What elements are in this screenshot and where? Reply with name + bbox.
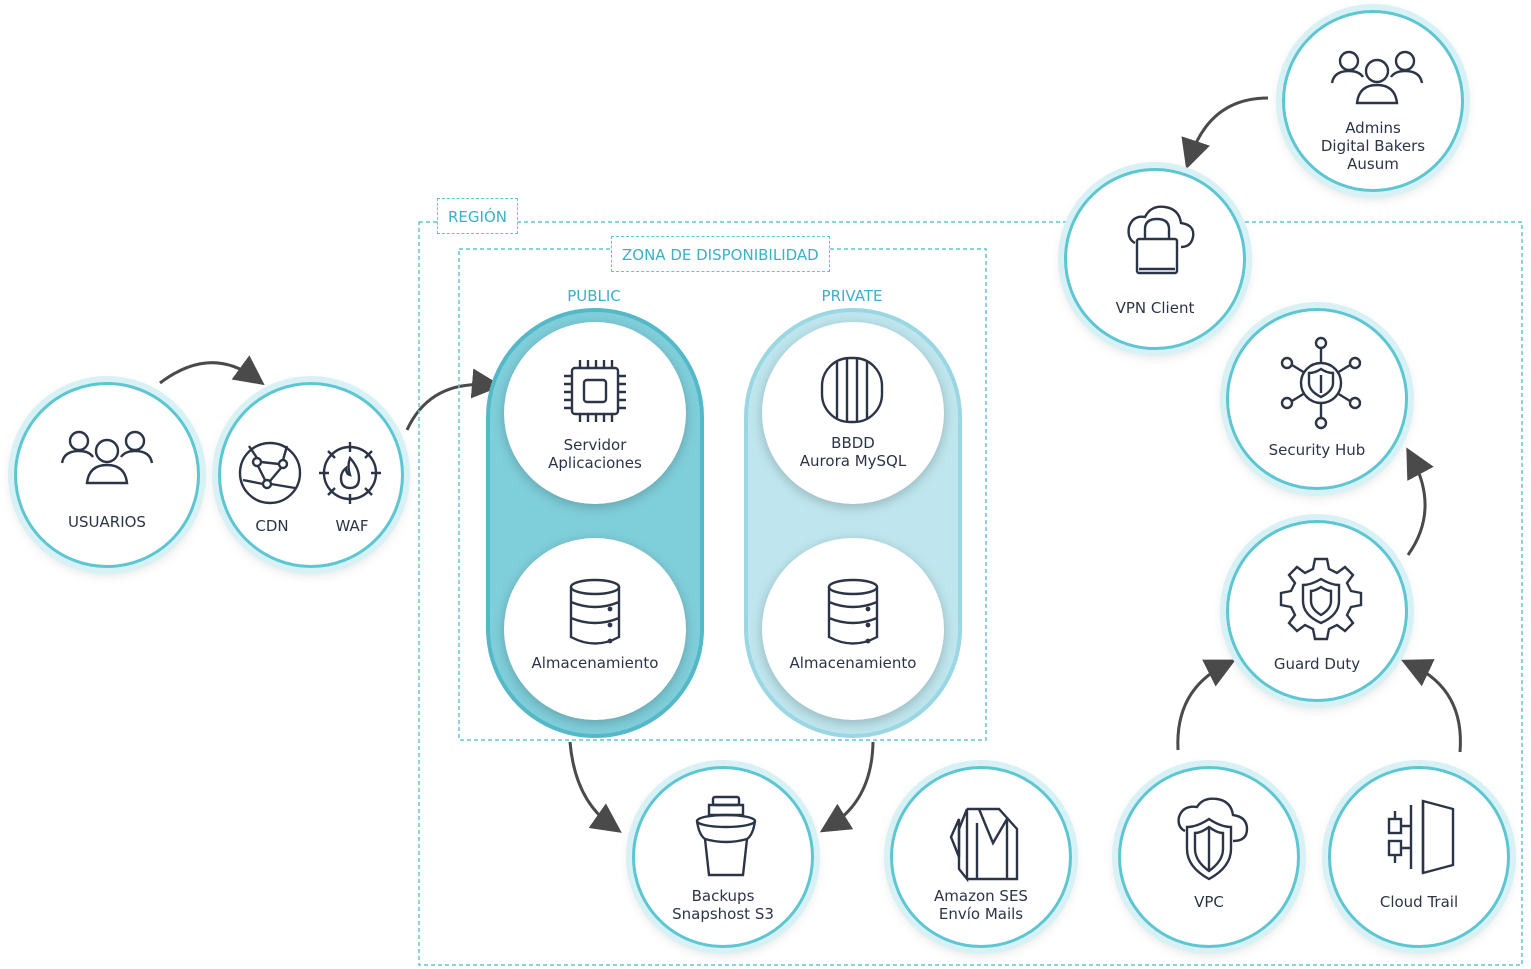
node-amazon-ses[interactable]: Amazon SES Envío Mails (890, 766, 1072, 948)
node-vpn-client[interactable]: VPN Client (1064, 168, 1246, 350)
node-almacenamiento-private[interactable]: Almacenamiento (762, 538, 944, 720)
arrow-vpc-guardduty (1176, 659, 1236, 751)
admins-label: Admins Digital Bakers Ausum (1320, 119, 1426, 173)
arrow-waf-public (405, 368, 502, 431)
node-usuarios[interactable]: USUARIOS (14, 382, 200, 568)
ses-label: Amazon SES Envío Mails (934, 887, 1028, 923)
network-globe-icon (237, 440, 303, 506)
vpnclient-label: VPN Client (1115, 299, 1195, 317)
node-guard-duty[interactable]: Guard Duty (1226, 520, 1408, 702)
node-cloud-trail[interactable]: Cloud Trail (1328, 766, 1510, 948)
backups-label: Backups Snapshost S3 (672, 887, 774, 923)
region-boundary (418, 221, 1523, 966)
database-icon (826, 578, 880, 646)
public-column-title: PUBLIC (567, 287, 621, 305)
node-security-hub[interactable]: Security Hub (1226, 308, 1408, 490)
cloud-shield-icon (1175, 797, 1251, 881)
almacenamiento-private-label: Almacenamiento (789, 654, 917, 672)
trail-icon (1387, 799, 1457, 875)
arrow-admins-vpn (1181, 96, 1269, 170)
users-icon (59, 427, 155, 493)
cloudtrail-label: Cloud Trail (1379, 893, 1459, 911)
cdn-label: CDN (255, 517, 289, 535)
arrow-cloudtrail-guardduty (1401, 659, 1462, 753)
bbdd-label: BBDD Aurora MySQL (799, 434, 907, 470)
arrow-private-backups (819, 741, 875, 833)
arrow-public-backups (568, 741, 622, 833)
node-admins[interactable]: Admins Digital Bakers Ausum (1282, 10, 1464, 192)
zone-title: ZONA DE DISPONIBILIDAD (611, 236, 830, 272)
node-cdn-waf[interactable]: CDN WAF (218, 382, 404, 568)
arrow-usuarios-cdn (159, 355, 265, 386)
region-title: REGIÓN (437, 198, 518, 234)
servidor-label: Servidor Aplicaciones (548, 436, 642, 472)
zone-boundary (458, 248, 987, 741)
private-column-title: PRIVATE (821, 287, 883, 305)
cloud-lock-icon (1127, 203, 1197, 277)
cpu-chip-icon (562, 358, 628, 424)
users-icon (1329, 47, 1425, 113)
waf-label: WAF (335, 517, 369, 535)
node-almacenamiento-public[interactable]: Almacenamiento (504, 538, 686, 720)
almacenamiento-public-label: Almacenamiento (531, 654, 659, 672)
vpc-label: VPC (1194, 893, 1224, 911)
firewall-icon (317, 440, 383, 506)
guardduty-label: Guard Duty (1273, 655, 1361, 673)
bucket-icon (695, 795, 757, 879)
mail-service-icon (949, 799, 1019, 883)
usuarios-label: USUARIOS (68, 513, 146, 531)
node-vpc[interactable]: VPC (1118, 766, 1300, 948)
node-backups-s3[interactable]: Backups Snapshost S3 (632, 766, 814, 948)
node-bbdd-aurora[interactable]: BBDD Aurora MySQL (762, 322, 944, 504)
arrow-guardduty-securityhub (1406, 447, 1434, 556)
database-icon (568, 578, 622, 646)
shield-hub-icon (1279, 335, 1363, 431)
gear-shield-icon (1279, 557, 1363, 641)
securityhub-label: Security Hub (1268, 441, 1366, 459)
aurora-database-icon (820, 354, 884, 426)
node-servidor-aplicaciones[interactable]: Servidor Aplicaciones (504, 322, 686, 504)
